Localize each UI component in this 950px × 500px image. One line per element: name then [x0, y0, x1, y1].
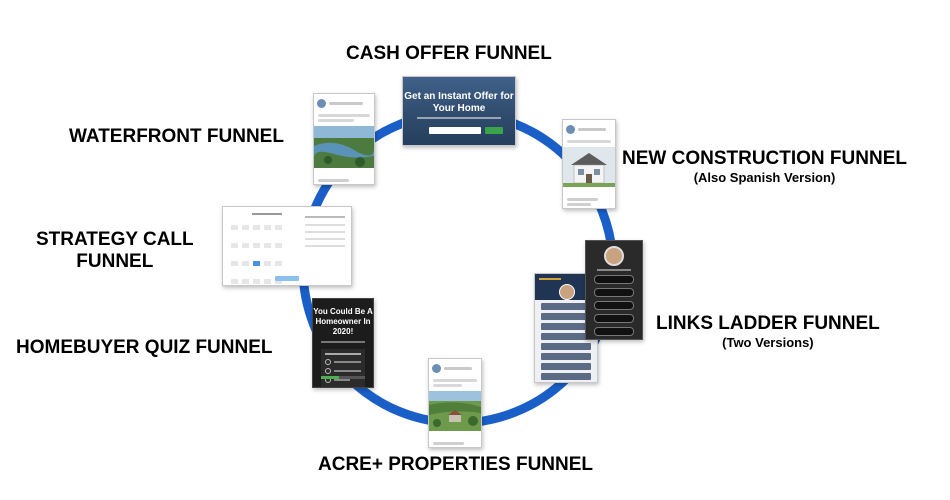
links-ladder-button[interactable]: [541, 323, 591, 330]
strategy-call-title-line1: STRATEGY CALL: [36, 229, 194, 250]
homebuyer-quiz-thumbnail[interactable]: You Could Be A Homeowner In 2020!: [312, 298, 374, 388]
cash-offer-submit-button[interactable]: [485, 127, 503, 134]
homebuyer-quiz-subline: [321, 341, 365, 343]
waterfront-label: WATERFRONT FUNNEL: [69, 126, 284, 147]
links-ladder-name-line: [539, 278, 561, 280]
acre-properties-post-header: [429, 359, 481, 377]
links-ladder-label: LINKS LADDER FUNNEL (Two Versions): [656, 313, 880, 351]
new-construction-post-header: [563, 120, 615, 138]
quiz-option[interactable]: [325, 359, 361, 365]
links-ladder-button[interactable]: [541, 353, 591, 360]
new-construction-title: NEW CONSTRUCTION FUNNEL: [622, 148, 907, 169]
links-ladder-dark-button[interactable]: [594, 275, 634, 284]
links-ladder-dark-button[interactable]: [594, 288, 634, 297]
acre-properties-photo: [429, 391, 481, 431]
waterfront-avatar: [317, 98, 326, 108]
cash-offer-label: CASH OFFER FUNNEL: [346, 43, 552, 64]
new-construction-photo: [563, 147, 615, 187]
strategy-call-label: STRATEGY CALL FUNNEL: [36, 229, 194, 273]
homebuyer-quiz-question[interactable]: [321, 349, 365, 387]
links-ladder-button[interactable]: [541, 373, 591, 380]
new-construction-author-line: [578, 127, 606, 131]
strategy-call-title-line2: FUNNEL: [76, 251, 154, 272]
new-construction-label: NEW CONSTRUCTION FUNNEL (Also Spanish Ve…: [622, 148, 907, 186]
waterfront-author-line: [329, 101, 363, 105]
waterfront-post-footer: [314, 175, 374, 184]
links-ladder-dark-button[interactable]: [594, 327, 634, 336]
new-construction-post-footer: [563, 194, 615, 208]
waterfront-thumbnail[interactable]: [313, 93, 375, 185]
links-ladder-button[interactable]: [541, 313, 591, 320]
acre-properties-label: ACRE+ PROPERTIES FUNNEL: [318, 454, 594, 475]
links-ladder-dark-tagline: [597, 269, 631, 271]
links-ladder-subtitle: (Two Versions): [722, 335, 814, 350]
acre-properties-thumbnail[interactable]: [428, 358, 482, 448]
strategy-call-calendar-title: [252, 213, 282, 215]
strategy-call-header: [223, 207, 351, 285]
cash-offer-address-input[interactable]: [429, 127, 481, 134]
links-ladder-button[interactable]: [541, 343, 591, 350]
strategy-call-time-slots[interactable]: [305, 213, 345, 285]
links-ladder-dark-button[interactable]: [594, 301, 634, 310]
links-ladder-dark-avatar: [604, 246, 624, 266]
strategy-call-confirm-button[interactable]: [275, 276, 299, 281]
strategy-call-calendar[interactable]: [229, 219, 305, 285]
links-ladder-dark-button[interactable]: [594, 314, 634, 323]
cash-offer-thumb-subline: [417, 117, 501, 119]
new-construction-post-text: [563, 140, 615, 143]
new-construction-avatar: [566, 124, 575, 134]
links-ladder-title: LINKS LADDER FUNNEL: [656, 313, 880, 334]
quiz-option[interactable]: [325, 368, 361, 374]
links-ladder-button[interactable]: [541, 333, 591, 340]
homebuyer-quiz-thumb-heading: You Could Be A Homeowner In 2020!: [313, 307, 373, 336]
acre-properties-post-text: [429, 379, 481, 387]
cash-offer-thumb-heading: Get an Instant Offer for Your Home: [404, 91, 514, 114]
links-ladder-button[interactable]: [541, 363, 591, 370]
cash-offer-thumbnail[interactable]: Get an Instant Offer for Your Home: [402, 76, 516, 146]
new-construction-thumbnail[interactable]: [562, 119, 616, 209]
new-construction-subtitle: (Also Spanish Version): [693, 170, 836, 185]
waterfront-photo: [314, 126, 374, 168]
links-ladder-button[interactable]: [541, 303, 591, 310]
acre-properties-avatar: [432, 363, 441, 373]
waterfront-post-text: [314, 114, 374, 122]
waterfront-post-header: [314, 94, 374, 112]
homebuyer-quiz-progress: [321, 376, 365, 379]
links-ladder-thumbnail-dark[interactable]: [585, 240, 643, 340]
homebuyer-quiz-label: HOMEBUYER QUIZ FUNNEL: [16, 337, 273, 358]
acre-properties-author-line: [444, 366, 472, 370]
acre-properties-post-footer: [429, 438, 481, 447]
strategy-call-thumbnail[interactable]: [222, 206, 352, 286]
links-ladder-avatar: [559, 284, 575, 300]
